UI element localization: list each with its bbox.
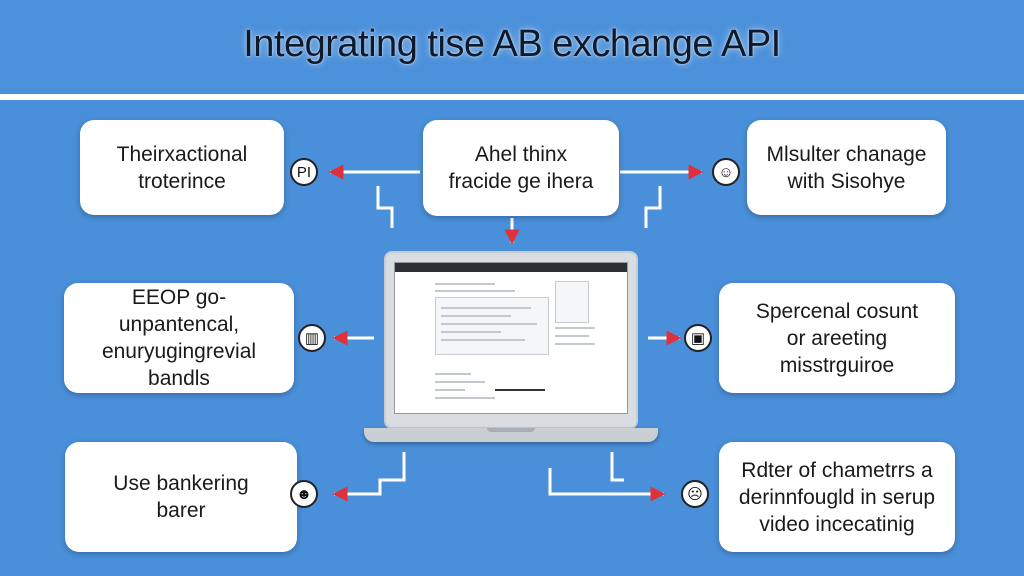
box-bottom-right: Rdter of chametrrs a derinnfougld in ser…: [719, 442, 955, 552]
laptop-ui-line: [555, 343, 595, 345]
document-icon: ▥: [298, 324, 326, 352]
box-top-left: Theirxactional troterince: [80, 120, 284, 215]
connector-bottom-right-bend: [610, 452, 624, 482]
box-top-center: Ahel thinx fracide ge ihera: [423, 120, 619, 216]
laptop-ui-line: [555, 335, 589, 337]
connector-top-left-bend: [376, 186, 394, 228]
person-badge-icon: ☺: [712, 158, 740, 186]
laptop-ui-line: [435, 373, 471, 375]
box-bottom-left: Use bankering barer: [65, 442, 297, 552]
laptop-ui-panel: [435, 297, 549, 355]
arrow-bottom-left: [332, 452, 406, 502]
laptop-toolbar: [395, 263, 627, 272]
box-mid-left: EEOP go-unpantencal, enuryugingrevial ba…: [64, 283, 294, 393]
laptop-ui-line: [441, 307, 531, 309]
header: Integrating tise AB exchange API: [0, 0, 1024, 94]
user-icon: ☻: [290, 480, 318, 508]
face-icon: ☹: [681, 480, 709, 508]
box-mid-right: Spercenal cosunt or areeting misstrguiro…: [719, 283, 955, 393]
laptop-ui-line: [435, 381, 485, 383]
laptop-ui-line: [441, 339, 525, 341]
laptop-display: [394, 262, 628, 414]
laptop-ui-line: [441, 331, 501, 333]
header-divider: [0, 94, 1024, 100]
laptop-ui-line: [495, 389, 545, 391]
device-icon: ▣: [684, 324, 712, 352]
connector-top-right-bend: [644, 186, 662, 228]
page-title: Integrating tise AB exchange API: [243, 22, 781, 65]
pi-icon: PI: [290, 158, 318, 186]
laptop-ui-line: [435, 397, 495, 399]
laptop-notch: [487, 428, 535, 432]
laptop-base: [364, 428, 658, 442]
box-top-right: Mlsulter chanage with Sisohye: [747, 120, 946, 215]
laptop-ui-line: [555, 327, 595, 329]
laptop-ui-line: [441, 323, 537, 325]
laptop-ui-line: [435, 283, 495, 285]
laptop-ui-line: [435, 389, 465, 391]
arrow-bottom-right: [548, 468, 666, 502]
laptop-ui-line: [435, 290, 515, 292]
laptop-ui-sidepanel: [555, 281, 589, 323]
laptop-ui-line: [441, 315, 511, 317]
